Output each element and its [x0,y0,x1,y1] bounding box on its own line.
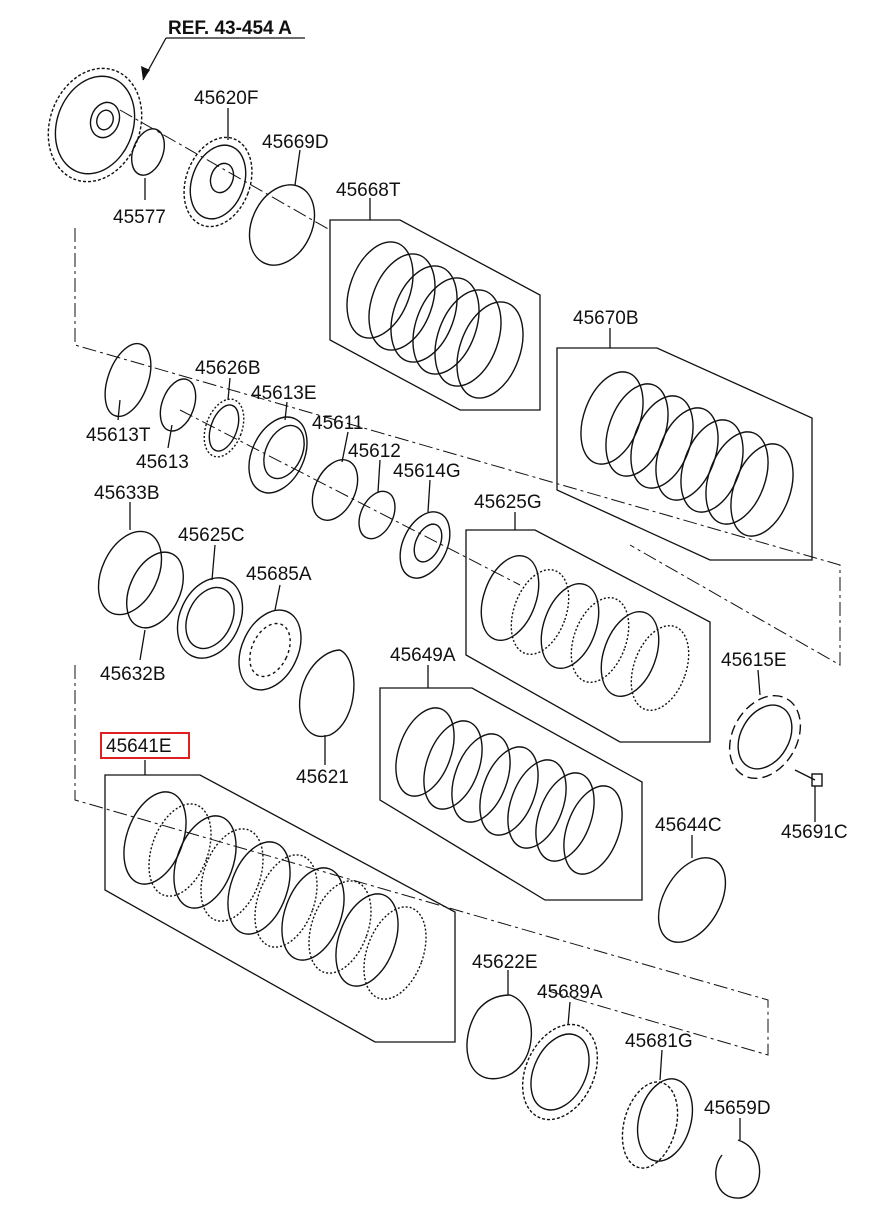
clutch-pack-45668T [329,219,541,411]
ring-45669D [248,184,316,266]
part-label-45668T[interactable]: 45668T [336,180,401,201]
part-label-45625G[interactable]: 45625G [474,492,542,513]
part-label-45626B[interactable]: 45626B [195,358,261,379]
part-label-45685A[interactable]: 45685A [246,564,312,585]
gear-45689A [521,1023,599,1121]
part-label-45613E[interactable]: 45613E [251,383,317,404]
gear-45620F [183,136,253,228]
part-label-45612[interactable]: 45612 [348,441,401,462]
part-label-45681G[interactable]: 45681G [625,1031,693,1052]
reference-arrowhead [141,66,150,80]
part-label-45633B[interactable]: 45633B [94,483,160,504]
reference-label: REF. 43-454 A [168,18,292,39]
part-label-45625C[interactable]: 45625C [178,525,245,546]
part-label-45620F[interactable]: 45620F [194,88,258,109]
part-label-45641E[interactable]: 45641E [106,736,172,757]
part-label-45622E[interactable]: 45622E [472,952,538,973]
spring-45625C [176,577,244,659]
part-label-45613[interactable]: 45613 [136,452,189,473]
ring-45613 [159,378,197,432]
part-label-45691C[interactable]: 45691C [781,822,848,843]
bearing-45626B [203,398,245,458]
clutch-pack-45625G [465,529,711,743]
ring-45632B [126,551,184,629]
leader-lines [117,108,816,1140]
part-label-45670B[interactable]: 45670B [573,308,639,329]
axis-lines [74,109,841,1056]
ring-45612 [358,490,396,540]
snap-ring-45622E [466,994,532,1080]
highlight-box-45641E [100,732,190,759]
clutch-pack-45649A [379,687,643,901]
plate-45614G [399,511,451,579]
part-label-45632B[interactable]: 45632B [100,664,166,685]
part-label-45649A[interactable]: 45649A [390,645,456,666]
part-label-45659D[interactable]: 45659D [704,1098,771,1119]
clutch-pack-45641E [104,774,456,1043]
part-label-45611[interactable]: 45611 [312,413,363,434]
piston-45613E [248,416,308,494]
ring-45644C [657,857,727,943]
part-label-45669D[interactable]: 45669D [262,132,329,153]
bolt-45691C [794,769,823,787]
ring-45633B [97,530,163,616]
part-label-45644C[interactable]: 45644C [655,815,722,836]
clutch-pack-45670B [556,347,813,561]
part-label-45613T[interactable]: 45613T [86,425,151,446]
hub-45615E [728,694,802,780]
snap-ring-45577 [130,128,166,176]
part-label-45615E[interactable]: 45615E [721,650,787,671]
ring-45611 [311,459,359,521]
part-label-45689A[interactable]: 45689A [537,982,603,1003]
part-label-45614G[interactable]: 45614G [393,461,461,482]
ring-45621 [298,649,355,738]
part-label-45577[interactable]: 45577 [113,207,166,228]
part-label-45621[interactable]: 45621 [296,767,349,788]
snap-ring-45659D [715,1139,761,1199]
retainer-45685A [238,609,302,691]
gear-45681G [621,1078,694,1169]
ring-45613T [104,342,152,418]
